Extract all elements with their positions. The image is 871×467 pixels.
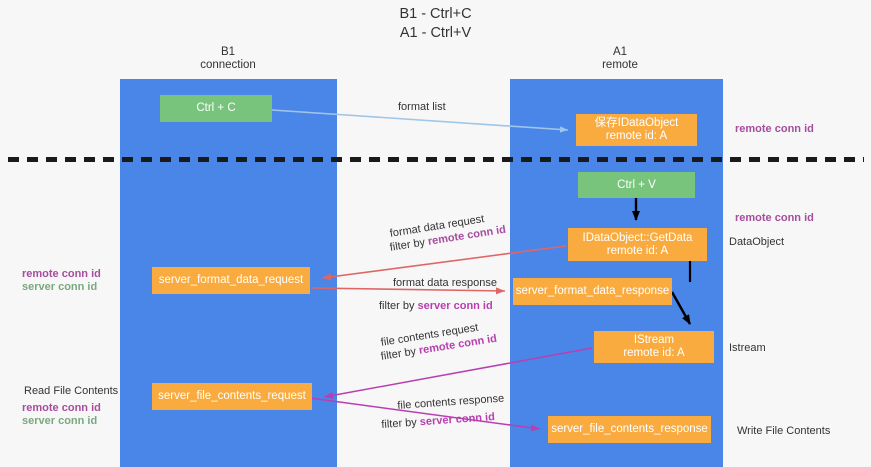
box-getdata-line1: IDataObject::GetData [582, 231, 693, 244]
label-format-list: format list [398, 101, 446, 113]
phase-separator [8, 157, 864, 162]
box-server-file-contents-request-label: server_file_contents_request [158, 390, 306, 402]
box-getdata-line2: remote id: A [606, 244, 669, 257]
annotation-istream: Istream [729, 342, 766, 354]
annotation-remote-conn-id-top: remote conn id [735, 123, 814, 135]
box-ctrl-c[interactable]: Ctrl + C [160, 95, 272, 122]
label-format-data-response: format data response [393, 277, 497, 289]
label-format-data-response-filter: filter by server conn id [379, 300, 493, 312]
column-header-a1-role: remote [602, 59, 638, 71]
box-server-file-contents-request[interactable]: server_file_contents_request [152, 383, 312, 410]
server-conn-id-text: server conn id [417, 300, 493, 312]
annotation-conn-ids-mid: remote conn id server conn id [22, 268, 101, 294]
box-istream-line1: IStream [633, 334, 675, 346]
column-header-b1: B1 connection [158, 46, 298, 72]
annotation-remote-conn-id-left-bot: remote conn id [22, 402, 101, 414]
box-istream[interactable]: IStream remote id: A [594, 331, 714, 363]
server-conn-id-text: server conn id [419, 411, 496, 429]
annotation-write-file-contents: Write File Contents [737, 425, 831, 437]
annotation-conn-ids-bottom: remote conn id server conn id [22, 402, 101, 428]
box-ctrl-c-label: Ctrl + C [196, 102, 236, 114]
box-idataobject[interactable]: 保存IDataObject remote id: A [576, 114, 697, 146]
box-server-format-data-request[interactable]: server_format_data_request [152, 267, 310, 294]
label-file-contents-response: file contents response [397, 392, 505, 412]
title-line-2: A1 - Ctrl+V [399, 25, 472, 41]
annotation-server-conn-id-left-mid: server conn id [22, 281, 98, 293]
box-server-file-contents-response[interactable]: server_file_contents_response [548, 416, 711, 443]
annotation-remote-conn-id-mid: remote conn id [735, 212, 814, 224]
box-idataobject-text: 保存IDataObject remote id: A [595, 117, 679, 143]
box-idataobject-line2: remote id: A [605, 130, 668, 142]
box-istream-text: IStream remote id: A [623, 334, 684, 360]
title-line-1: B1 - Ctrl+C [399, 6, 472, 22]
box-getdata-text: IDataObject::GetData remote id: A [583, 232, 693, 258]
filter-by-text: filter by [381, 416, 421, 431]
box-server-format-data-response-label: server_format_data_response [515, 285, 670, 297]
box-server-format-data-request-label: server_format_data_request [158, 274, 304, 286]
box-server-format-data-response[interactable]: server_format_data_response [513, 278, 672, 305]
diagram-title: B1 - Ctrl+C A1 - Ctrl+V [0, 5, 871, 43]
box-istream-line2: remote id: A [623, 347, 685, 359]
column-header-a1: A1 remote [550, 46, 690, 72]
box-idataobject-line1: 保存IDataObject [594, 117, 679, 129]
box-idataobject-getdata[interactable]: IDataObject::GetData remote id: A [568, 228, 707, 261]
column-header-b1-role: connection [200, 59, 256, 71]
annotation-read-file-contents: Read File Contents [24, 385, 119, 397]
annotation-remote-conn-id-left-mid: remote conn id [22, 268, 101, 280]
column-header-b1-name: B1 [220, 46, 236, 58]
column-header-a1-name: A1 [612, 46, 628, 58]
annotation-dataobject: DataObject [729, 236, 785, 248]
box-ctrl-v-label: Ctrl + V [617, 178, 656, 191]
box-server-file-contents-response-label: server_file_contents_response [551, 423, 708, 435]
filter-by-text: filter by [379, 300, 418, 312]
box-ctrl-v[interactable]: Ctrl + V [578, 172, 695, 198]
label-file-contents-response-filter: filter by server conn id [381, 411, 495, 431]
annotation-server-conn-id-left-bot: server conn id [22, 415, 98, 427]
